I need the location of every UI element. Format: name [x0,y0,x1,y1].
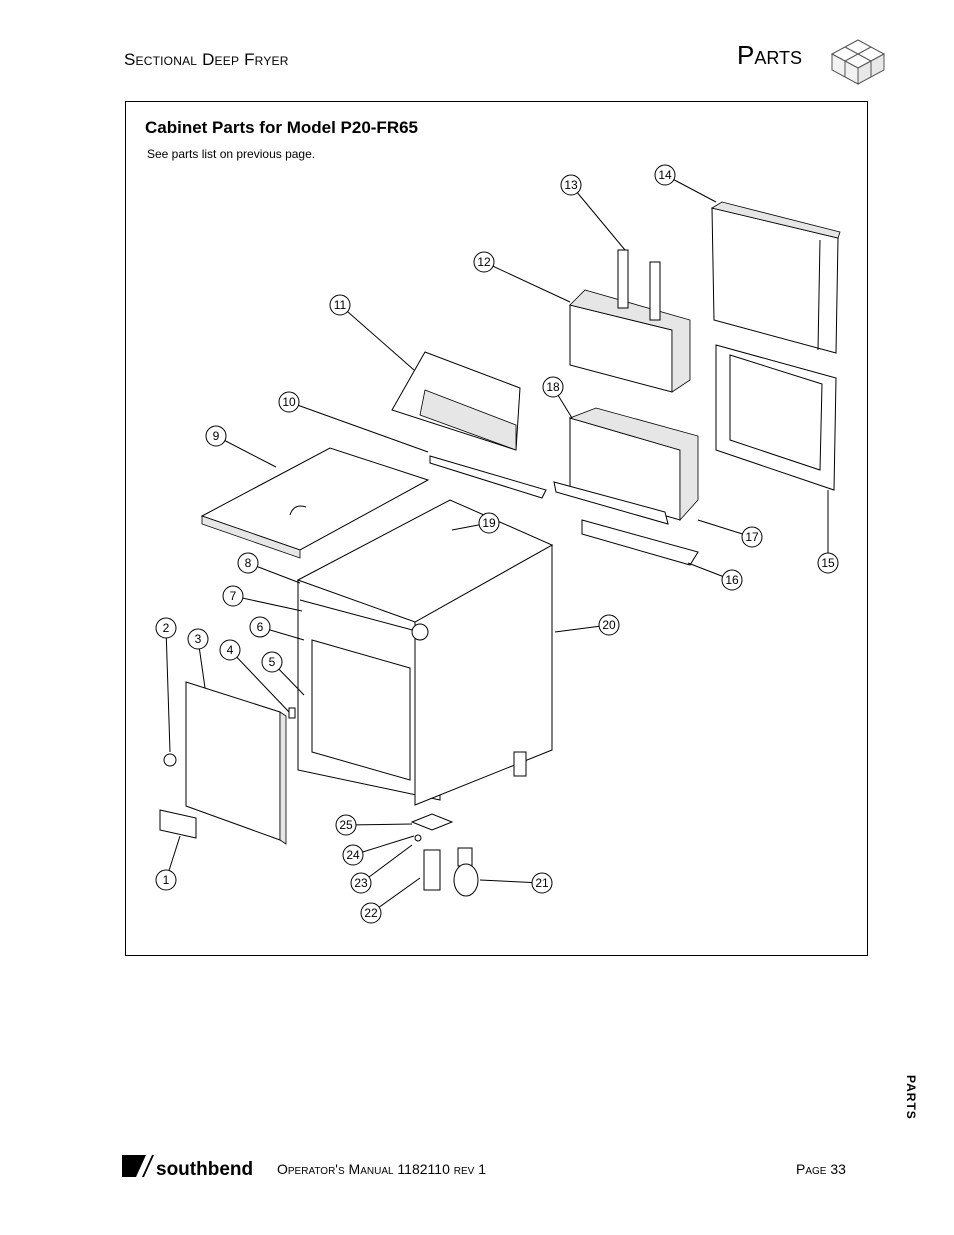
part-top-bracket [391,351,521,451]
part-caster [453,847,479,897]
part-mount-plate [410,813,454,831]
svg-text:23: 23 [354,876,368,890]
callout-10: 10 [278,391,300,413]
chapter-title: Parts [737,40,803,70]
svg-text:18: 18 [546,380,560,394]
svg-text:24: 24 [346,848,360,862]
callout-23: 23 [350,872,372,894]
callout-15: 15 [817,552,839,574]
callout-20: 20 [598,614,620,636]
callout-8: 8 [237,552,259,574]
callout-3: 3 [187,628,209,650]
callout-22: 22 [360,902,382,924]
svg-text:4: 4 [227,643,234,657]
svg-text:12: 12 [477,255,491,269]
callout-21: 21 [531,872,553,894]
callout-19: 19 [478,512,500,534]
southbend-logo: southbend [122,1155,253,1180]
svg-text:6: 6 [257,620,264,634]
figure-title: Cabinet Parts for Model P20-FR65 [145,118,419,137]
callout-17: 17 [741,526,763,548]
part-control-label [159,809,197,839]
svg-text:16: 16 [725,573,739,587]
svg-text:22: 22 [364,906,378,920]
part-knob [163,753,177,767]
callout-7: 7 [222,585,244,607]
callout-25: 25 [335,814,357,836]
svg-text:11: 11 [334,298,347,312]
svg-text:21: 21 [535,876,549,890]
page-number: Page 33 [796,1161,846,1177]
svg-text:19: 19 [482,516,496,530]
footer-manual: Operator's Manual 1182110 rev 1 [277,1161,486,1177]
callout-24: 24 [342,844,364,866]
side-tab-label: PARTS [904,1075,918,1120]
svg-text:2: 2 [163,621,170,635]
svg-text:7: 7 [230,589,237,603]
part-rear-frame [715,344,837,491]
part-tank-assembly [569,249,691,393]
svg-text:25: 25 [339,818,353,832]
figure-note: See parts list on previous page. [147,147,316,161]
svg-text:1: 1 [163,873,170,887]
part-leg [423,849,441,891]
callout-11: 11 [329,294,351,316]
svg-text:20: 20 [602,618,616,632]
part-cabinet-body [296,499,554,806]
svg-text:17: 17 [745,530,759,544]
callout-1: 1 [155,869,177,891]
callout-4: 4 [219,639,241,661]
svg-text:9: 9 [213,429,220,443]
part-washer [414,834,422,842]
section-title: Sectional Deep Fryer [124,50,289,69]
part-hinge [288,707,296,719]
parts-box-icon [830,39,886,85]
callout-2: 2 [155,617,177,639]
callout-13: 13 [560,174,582,196]
part-strip [429,455,547,499]
callout-5: 5 [261,651,283,673]
callout-16: 16 [721,569,743,591]
figure-frame [125,101,868,956]
part-base-rail [581,519,699,566]
callout-12: 12 [473,251,495,273]
svg-text:3: 3 [195,632,202,646]
svg-text:13: 13 [564,178,578,192]
part-control-panel [710,201,841,354]
callout-18: 18 [542,376,564,398]
callout-6: 6 [249,616,271,638]
svg-text:southbend: southbend [156,1159,253,1180]
svg-text:14: 14 [658,168,672,182]
svg-text:5: 5 [269,655,276,669]
part-lower-housing [553,407,699,525]
svg-text:15: 15 [821,556,835,570]
svg-text:10: 10 [282,395,296,409]
part-door [185,681,287,845]
exploded-parts-diagram: 1 2 3 4 5 6 7 8 9 10 11 12 13 14 15 16 1… [155,164,841,924]
callout-9: 9 [205,425,227,447]
callout-14: 14 [654,164,676,186]
part-top-cover [200,447,430,559]
svg-text:8: 8 [245,556,252,570]
